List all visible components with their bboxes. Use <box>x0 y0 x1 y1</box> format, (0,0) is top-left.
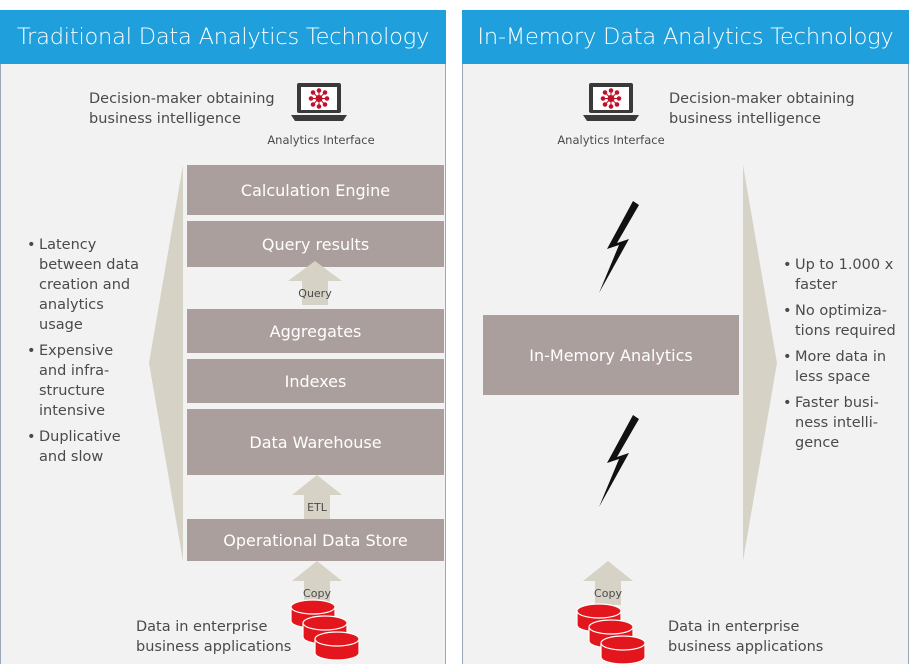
bullet-item: No optimiza-tions required <box>783 301 903 341</box>
copy-arrow-right: Copy <box>583 561 633 605</box>
lightning-icon <box>593 415 643 507</box>
query-results-block: Query results <box>187 221 444 267</box>
bullet-item: Duplicative and slow <box>27 427 143 467</box>
traditional-title: Traditional Data Analytics Technology <box>0 10 446 64</box>
aggregates-block: Aggregates <box>187 309 444 353</box>
in-memory-analytics-block: In-Memory Analytics <box>483 315 739 395</box>
data-source-label: Data in enterprise business applications <box>668 619 824 655</box>
indexes-block: Indexes <box>187 359 444 403</box>
query-arrow-label: Query <box>298 287 332 300</box>
laptop-icon <box>579 81 643 125</box>
data-source-label: Data in enterprise business applications <box>136 619 292 655</box>
query-arrow: Query <box>288 261 342 305</box>
calculation-engine-block: Calculation Engine <box>187 165 444 215</box>
copy-arrow-right-label: Copy <box>594 587 622 600</box>
copy-arrow-left-label: Copy <box>303 587 331 600</box>
left-arrow-shape <box>149 165 183 561</box>
analytics-interface-label: Analytics Interface <box>267 133 375 147</box>
traditional-bullets: Latency between data creation and analyt… <box>27 235 143 473</box>
decision-maker-label: Decision-maker obtaining business intell… <box>89 91 275 127</box>
data-warehouse-block: Data Warehouse <box>187 409 444 475</box>
bullet-item: More data in less space <box>783 347 903 387</box>
right-arrow-shape <box>743 165 777 561</box>
laptop-icon <box>287 81 351 125</box>
in-memory-title: In-Memory Data Analytics Technology <box>462 10 909 64</box>
operational-data-store-block: Operational Data Store <box>187 519 444 561</box>
traditional-panel: Traditional Data Analytics Technology De… <box>0 10 446 664</box>
lightning-icon <box>593 201 643 293</box>
bullet-item: Expensive and infra-structure intensive <box>27 341 143 421</box>
copy-arrow-left: Copy <box>292 561 342 605</box>
database-icon <box>289 599 369 665</box>
etl-arrow: ETL <box>292 475 342 519</box>
bullet-item: Up to 1.000 x faster <box>783 255 903 295</box>
bullet-item: Latency between data creation and analyt… <box>27 235 143 335</box>
bullet-item: Faster busi-ness intelli-gence <box>783 393 903 453</box>
database-icon <box>575 603 655 669</box>
analytics-interface-label: Analytics Interface <box>557 133 665 147</box>
in-memory-bullets: Up to 1.000 x faster No optimiza-tions r… <box>783 255 903 459</box>
in-memory-panel: In-Memory Data Analytics Technology Ana <box>462 10 909 665</box>
etl-arrow-label: ETL <box>307 501 327 514</box>
decision-maker-label: Decision-maker obtaining business intell… <box>669 91 855 127</box>
